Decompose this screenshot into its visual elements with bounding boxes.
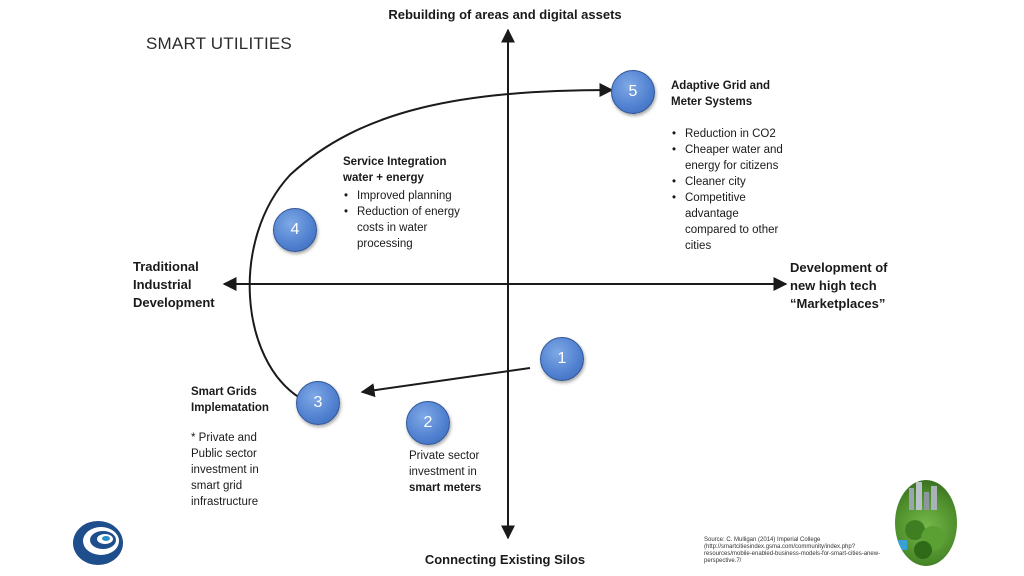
axis-label-bottom: Connecting Existing Silos <box>424 552 586 567</box>
stage-node-5: 5 <box>611 70 655 114</box>
stage-5-bullets: Reduction in CO2 Cheaper water and energ… <box>671 126 791 254</box>
stage-5-text: Adaptive Grid and Meter Systems Reductio… <box>671 78 791 254</box>
axis-right-line: Development of <box>790 260 888 275</box>
stage-4-text: Service Integration water + energy Impro… <box>343 154 473 252</box>
stage-5-bullet: Cheaper water and energy for citizens <box>672 142 791 174</box>
stage-4-bullet: Improved planning <box>344 188 473 204</box>
stage-4-bullet: Reduction of energy costs in water proce… <box>344 204 473 252</box>
green-city-globe-icon <box>895 480 957 566</box>
page-title: SMART UTILITIES <box>146 34 292 53</box>
stage-5-heading: Meter Systems <box>671 96 753 108</box>
stage-3-text: Smart Grids Implematation * Private and … <box>191 384 291 510</box>
stage-3-heading: Implematation <box>191 402 269 414</box>
stage-node-1: 1 <box>540 337 584 381</box>
axis-right-line: new high tech <box>790 278 877 293</box>
stage-node-4: 4 <box>273 208 317 252</box>
stage-2-line: investment in <box>409 466 477 478</box>
stage-node-3: 3 <box>296 381 340 425</box>
stage-4-bullets: Improved planning Reduction of energy co… <box>343 188 473 252</box>
axis-right-line: “Marketplaces” <box>790 296 886 311</box>
stage-5-bullet: Reduction in CO2 <box>672 126 791 142</box>
organization-logo-icon <box>73 521 123 565</box>
stage-3-line: * Private and <box>191 432 257 444</box>
arrow-1-to-3 <box>360 367 531 398</box>
stage-3-line: smart grid <box>191 480 243 492</box>
axis-label-right: Development of new high tech “Marketplac… <box>790 259 930 313</box>
stage-2-bold-line: smart meters <box>409 482 482 494</box>
axis-label-top: Rebuilding of areas and digital assets <box>388 7 622 22</box>
stage-4-heading: water + energy <box>343 172 424 184</box>
source-citation: Source: C. Mulligan (2014) Imperial Coll… <box>704 537 881 564</box>
stage-node-2: 2 <box>406 401 450 445</box>
stage-5-bullet: Cleaner city <box>672 174 791 190</box>
stage-3-line: investment in <box>191 464 259 476</box>
axis-left-line: Traditional <box>133 259 199 274</box>
stage-5-bullet: Competitive advantage compared to other … <box>672 190 791 254</box>
stage-4-heading: Service Integration <box>343 156 447 168</box>
stage-5-heading: Adaptive Grid and <box>671 80 771 92</box>
axis-left-line: Development <box>133 295 215 310</box>
stage-3-line: Public sector <box>191 448 257 460</box>
stage-2-text: Private sector investment in smart meter… <box>409 448 519 496</box>
stage-3-line: infrastructure <box>191 496 259 508</box>
axis-left-line: Industrial <box>133 277 192 292</box>
stage-3-heading: Smart Grids <box>191 386 257 398</box>
curve-3-to-5 <box>248 83 614 399</box>
axis-label-left: Traditional Industrial Development <box>133 258 243 312</box>
stage-2-line: Private sector <box>409 450 480 462</box>
